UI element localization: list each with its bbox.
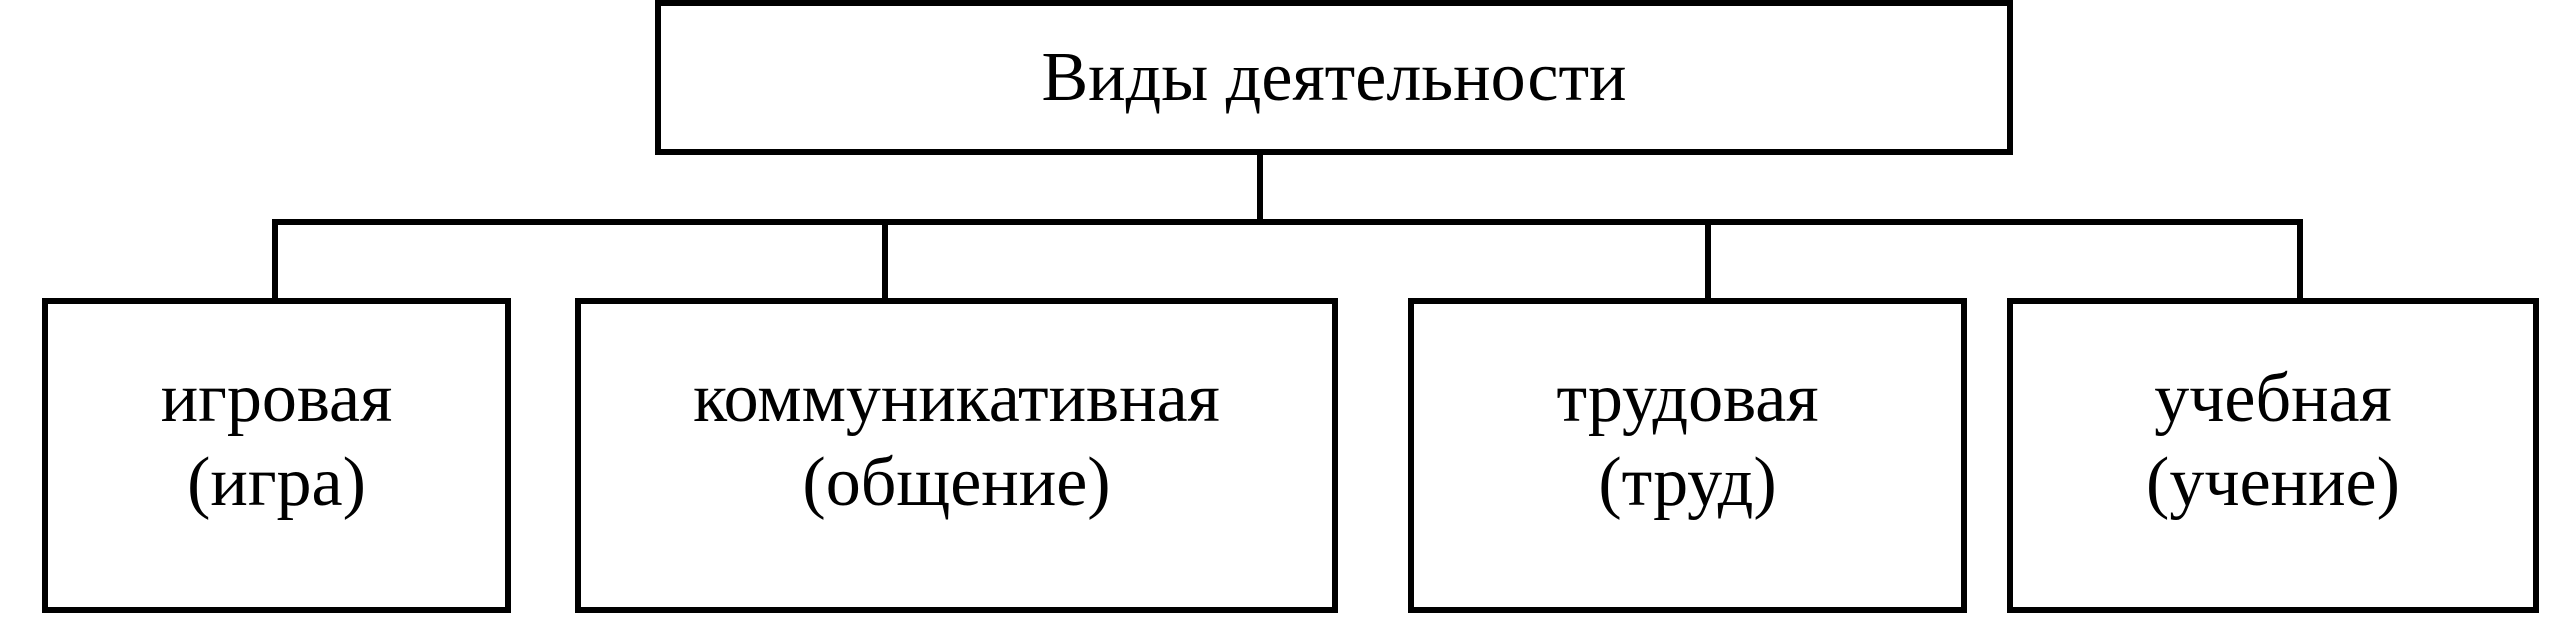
child-label-labor: трудовая <box>1556 359 1819 437</box>
child-sublabel-labor: (труд) <box>1598 443 1777 521</box>
child-label-game: игровая <box>160 359 393 437</box>
child-sublabel-game: (игра) <box>187 443 366 521</box>
child-sublabel-communication: (общение) <box>802 443 1111 521</box>
root-box: Виды деятельности <box>655 0 2013 155</box>
child-label-communication: коммуникативная <box>693 359 1220 437</box>
child-sublabel-study: (учение) <box>2146 443 2400 521</box>
child-label-study: учебная <box>2154 359 2392 437</box>
child-box-labor: трудовая (труд) <box>1408 298 1967 613</box>
child-box-study: учебная (учение) <box>2007 298 2539 613</box>
child-box-communication: коммуникативная (общение) <box>575 298 1338 613</box>
child-box-game: игровая (игра) <box>42 298 511 613</box>
root-label: Виды деятельности <box>1041 38 1627 116</box>
